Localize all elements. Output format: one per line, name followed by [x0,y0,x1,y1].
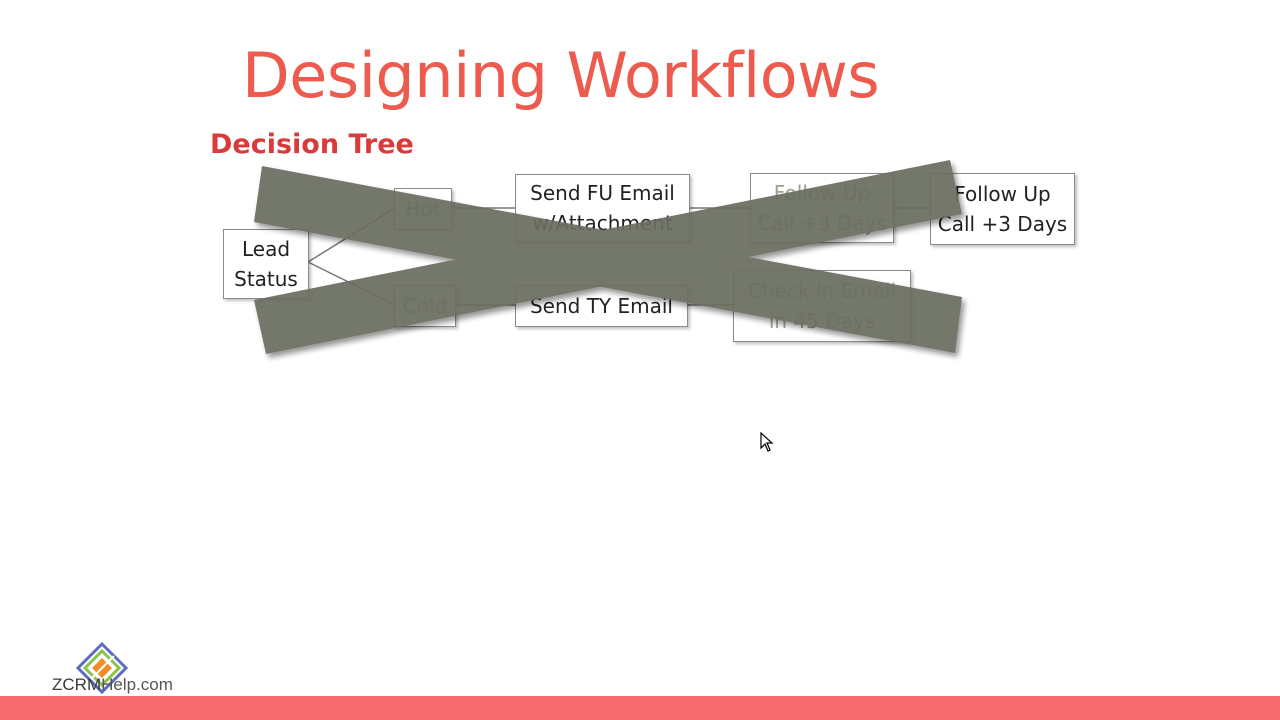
mouse-pointer-icon [760,432,774,452]
logo-text: ZCRMHelp.com [52,675,173,695]
diamond-logo-icon [75,642,129,694]
node-send-ty-email: Send TY Email [515,285,688,327]
slide-subtitle: Decision Tree [210,129,414,160]
connector-lead-hot [307,207,396,263]
footer-bar [0,696,1280,720]
logo-text-prefix: ZCRM [52,675,102,694]
node-cold: Cold [394,285,456,327]
slide-title: Designing Workflows [242,39,880,112]
node-check-in-email: Check In Email in 45 Days [733,270,911,342]
node-follow-up-call-1: Follow Up Call +3 Days [750,173,894,243]
node-lead-status: Lead Status [223,229,309,299]
node-hot: Hot [394,188,452,230]
connector-lead-cold [307,261,396,306]
logo-text-suffix: Help.com [101,675,173,694]
node-follow-up-call-2: Follow Up Call +3 Days [930,173,1075,245]
node-send-fu-email: Send FU Email w/Attachment [515,174,690,242]
